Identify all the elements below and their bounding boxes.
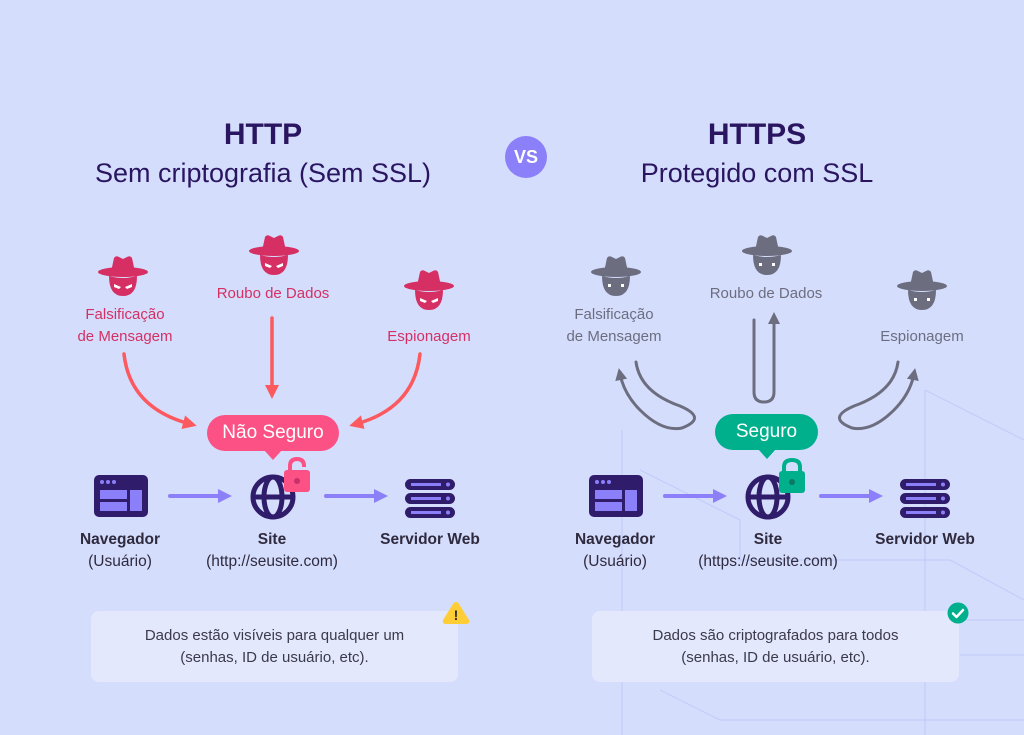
threat-label-eavesdropping: Espionagem (387, 328, 471, 345)
threat-label-data-theft: Roubo de Dados (216, 285, 330, 302)
globe-icon (250, 474, 296, 520)
deflected-arrow (752, 312, 780, 404)
insecure-badge: Não Seguro (207, 415, 339, 460)
node-label-server: Servidor Web (875, 531, 975, 548)
threat-label-data-theft: Roubo de Dados (709, 285, 823, 302)
vs-label: VS (513, 146, 538, 167)
node-sub-site: (http://seusite.com) (206, 553, 338, 570)
threat-label-line: Falsificação (85, 306, 165, 323)
https-info-box: Dados são criptografados para todos (sen… (592, 611, 959, 682)
node-sub-browser: (Usuário) (583, 553, 647, 570)
info-line: Dados estão visíveis para qualquer um (144, 626, 405, 644)
node-label-browser: Navegador (574, 531, 656, 548)
hacker-icon (97, 254, 149, 298)
node-sub-browser: (Usuário) (88, 553, 152, 570)
browser-icon (94, 475, 148, 517)
hacker-icon (896, 268, 948, 312)
threat-label-message-forgery: Falsificação de Mensagem (534, 304, 694, 348)
server-icon (405, 479, 455, 518)
http-subtitle: Sem criptografia (Sem SSL) (94, 158, 432, 188)
https-subtitle: Protegido com SSL (640, 158, 874, 188)
info-line: Dados são criptografados para todos (652, 626, 899, 644)
threat-label-line: de Mensagem (566, 328, 662, 345)
node-label-site: Site (257, 531, 287, 548)
node-label-site: Site (753, 531, 783, 548)
hacker-icon (403, 268, 455, 312)
threat-arrow (122, 352, 197, 429)
threat-arrows-https (615, 312, 919, 431)
http-info-box: Dados estão visíveis para qualquer um (s… (91, 611, 458, 682)
info-line: (senhas, ID de usuário, etc). (681, 648, 870, 666)
threat-label-line: Falsificação (574, 306, 654, 323)
node-sub-site: (https://seusite.com) (698, 553, 838, 570)
flow-arrow (168, 489, 232, 503)
threat-arrow (349, 352, 422, 429)
flow-arrow (324, 489, 388, 503)
warning-glyph: ! (454, 607, 459, 623)
hacker-icon (590, 254, 642, 298)
unlocked-padlock-icon (284, 456, 310, 492)
browser-icon (589, 475, 643, 517)
server-icon (900, 479, 950, 518)
threat-label-eavesdropping: Espionagem (880, 328, 964, 345)
info-line: (senhas, ID de usuário, etc). (180, 648, 369, 666)
insecure-badge-label: Não Seguro (222, 422, 324, 443)
node-label-browser: Navegador (79, 531, 161, 548)
secure-badge-label: Seguro (735, 421, 798, 442)
flow-arrow (663, 489, 727, 503)
globe-icon (745, 474, 791, 520)
http-title: HTTP (223, 118, 303, 151)
vs-badge: VS (505, 136, 547, 178)
hacker-icon (741, 233, 793, 277)
threat-label-line: de Mensagem (77, 328, 173, 345)
https-title: HTTPS (707, 118, 807, 151)
node-label-server: Servidor Web (380, 531, 480, 548)
threat-arrows-http (122, 316, 422, 429)
locked-padlock-icon (779, 457, 805, 493)
threat-label-message-forgery: Falsificação de Mensagem (45, 304, 205, 348)
secure-badge: Seguro (715, 414, 818, 459)
deflected-arrow (838, 360, 919, 431)
warning-icon: ! (442, 602, 470, 624)
deflected-arrow (615, 360, 696, 431)
flow-arrow (819, 489, 883, 503)
check-circle-icon (947, 602, 969, 624)
hacker-icon (248, 233, 300, 277)
